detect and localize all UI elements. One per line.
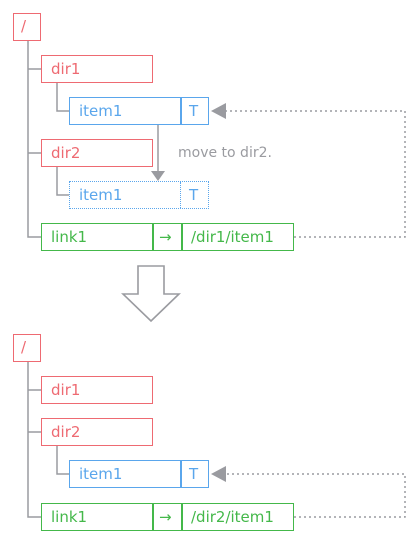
dir1-box-after: dir1 — [41, 376, 153, 404]
move-arrow-head — [151, 171, 165, 181]
link1-box-after: link1 → /dir2/item1 — [41, 503, 294, 531]
item1-box: item1 T — [69, 97, 209, 125]
dir2-box-after: dir2 — [41, 418, 153, 446]
symlink-return-path-after — [226, 473, 406, 518]
ghost-item1-divider — [180, 182, 181, 208]
link1-target-after: /dir2/item1 — [191, 508, 274, 526]
link1-divider-left — [152, 224, 154, 250]
link1-arrow-after: → — [159, 508, 172, 526]
item1-type-label-after: T — [189, 465, 199, 483]
tree-line-dir2-child — [56, 166, 69, 196]
ghost-item1-type-label: T — [189, 186, 199, 204]
transition-down-arrow — [121, 265, 181, 323]
link1-box: link1 → /dir1/item1 — [41, 223, 294, 251]
item1-box-after: item1 T — [69, 460, 209, 488]
tree-line-root-children-after — [27, 362, 41, 518]
link1-target: /dir1/item1 — [191, 228, 274, 246]
dir1-label: dir1 — [51, 60, 81, 78]
dir2-label: dir2 — [51, 144, 81, 162]
root-box-after: / — [13, 334, 41, 362]
ghost-item1-box: item1 T — [69, 181, 209, 209]
item1-divider-after — [180, 461, 182, 487]
symlink-arrow-head-before — [211, 103, 226, 119]
item1-label-after: item1 — [79, 465, 123, 483]
move-note: move to dir2. — [178, 145, 272, 161]
tree-line-dir1-child — [56, 82, 69, 112]
item1-divider — [180, 98, 182, 124]
item1-label: item1 — [79, 102, 123, 120]
link1-divider-right-after — [181, 504, 183, 530]
link1-arrow: → — [159, 228, 172, 246]
item1-type-label: T — [189, 102, 199, 120]
symlink-arrow-head-after — [211, 466, 226, 482]
link1-divider-right — [181, 224, 183, 250]
dir2-label-after: dir2 — [51, 423, 81, 441]
dir1-box: dir1 — [41, 55, 153, 83]
link1-divider-left-after — [152, 504, 154, 530]
symlink-return-path-before — [226, 110, 406, 238]
dir1-label-after: dir1 — [51, 381, 81, 399]
tree-line-root-children — [27, 41, 41, 238]
link1-label-after: link1 — [51, 508, 88, 526]
root-label-after: / — [21, 338, 27, 356]
root-label: / — [21, 17, 27, 35]
root-box: / — [13, 13, 41, 41]
ghost-item1-label: item1 — [79, 186, 123, 204]
tree-line-dir2-child-after — [56, 446, 69, 475]
link1-label: link1 — [51, 228, 88, 246]
dir2-box: dir2 — [41, 139, 153, 167]
